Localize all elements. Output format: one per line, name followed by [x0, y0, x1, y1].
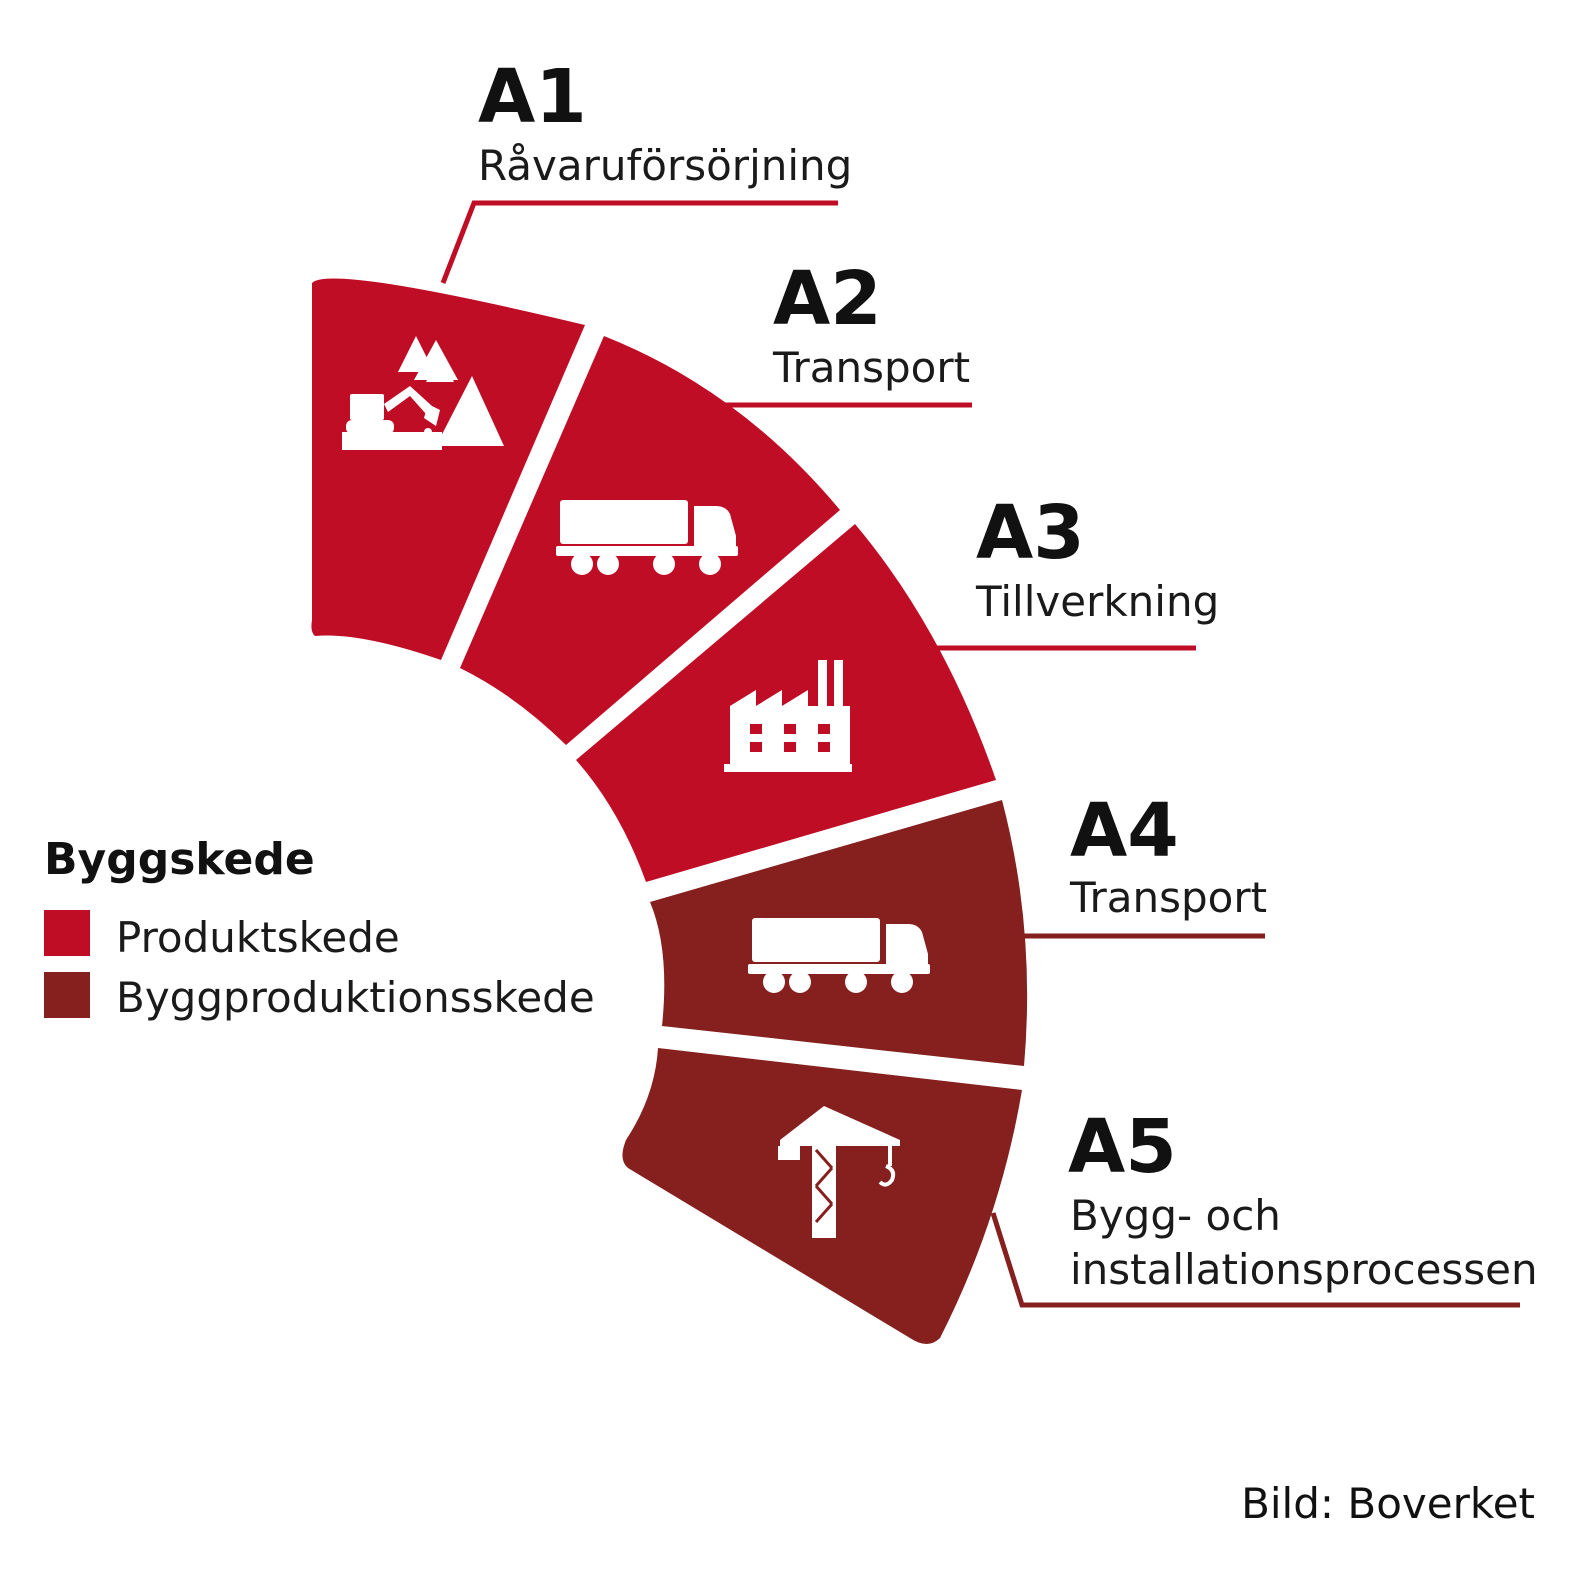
leader-lines	[440, 200, 1520, 1308]
stage-labels: A1 Råvaruförsörjning A2 Transport A3 Til…	[478, 54, 1538, 1294]
legend: Byggskede Produktskede Byggproduktionssk…	[44, 834, 595, 1022]
stage-label-a2: Transport	[772, 343, 970, 392]
stage-label-a1: Råvaruförsörjning	[478, 141, 852, 190]
leader-a1	[440, 200, 838, 284]
leader-a5	[990, 1212, 1520, 1308]
stage-label-a5-line2: installationsprocessen	[1070, 1245, 1538, 1294]
legend-swatch-byggproduktionsskede	[44, 972, 90, 1018]
stage-code-a3: A3	[976, 490, 1085, 576]
stage-code-a5: A5	[1068, 1104, 1177, 1190]
legend-label-byggproduktionsskede: Byggproduktionsskede	[116, 973, 595, 1022]
image-credit: Bild: Boverket	[1241, 1479, 1535, 1528]
wedge-a3	[576, 524, 996, 882]
legend-title: Byggskede	[44, 834, 315, 885]
factory-windows	[750, 724, 830, 752]
stage-label-a4: Transport	[1069, 873, 1267, 922]
legend-swatch-produktskede	[44, 910, 90, 956]
mining-forest-icon	[342, 336, 504, 450]
stage-code-a2: A2	[773, 256, 882, 342]
legend-label-produktskede: Produktskede	[116, 913, 400, 962]
stage-label-a5-line1: Bygg- och	[1070, 1191, 1281, 1240]
wedge-a1	[311, 278, 585, 660]
tower-crane-icon	[778, 1106, 900, 1238]
stage-code-a4: A4	[1070, 788, 1179, 874]
stage-label-a3: Tillverkning	[975, 577, 1219, 626]
stage-code-a1: A1	[478, 54, 587, 140]
